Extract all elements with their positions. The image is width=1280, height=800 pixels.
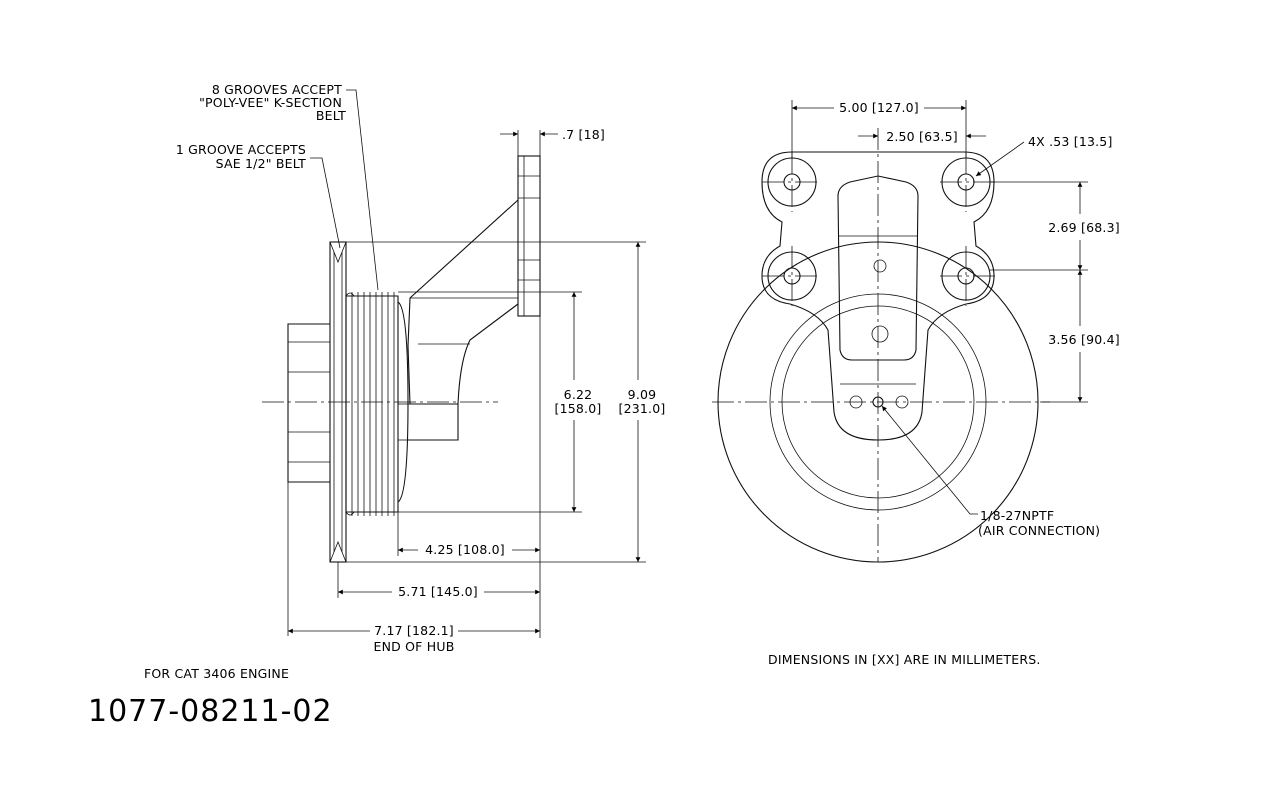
hub — [287, 323, 330, 483]
groove1-label-line1: 1 GROOVE ACCEPTS — [176, 142, 306, 157]
mounting-holes — [762, 152, 996, 409]
dim-909: 9.09 — [628, 387, 657, 402]
units-note: DIMENSIONS IN [XX] ARE IN MILLIMETERS. — [768, 652, 1041, 667]
dim-909-mm: [231.0] — [619, 401, 666, 416]
front-leaders — [881, 141, 1025, 515]
front-pulley — [717, 241, 1039, 563]
front-view — [712, 100, 1088, 563]
dim-356: 3.56 [90.4] — [1048, 332, 1120, 347]
dim-622-mm: [158.0] — [555, 401, 602, 416]
grooves8-label-line2: "POLY-VEE" K-SECTION — [199, 95, 342, 110]
side-view — [262, 89, 646, 638]
side-view-labels: 8 GROOVES ACCEPT "POLY-VEE" K-SECTION BE… — [88, 82, 665, 729]
eight-groove-pulley — [345, 292, 409, 516]
dim-622: 6.22 — [564, 387, 593, 402]
front-dimension-lines — [792, 105, 1083, 402]
end-of-hub-label: END OF HUB — [374, 639, 455, 654]
part-number: 1077-08211-02 — [88, 694, 333, 729]
dim-717: 7.17 [182.1] — [374, 623, 454, 638]
side-extension-lines — [287, 130, 646, 638]
engine-note: FOR CAT 3406 ENGINE — [144, 666, 289, 681]
dim-571: 5.71 [145.0] — [398, 584, 478, 599]
grooves8-label-line3: BELT — [316, 108, 346, 123]
mounting-bracket — [398, 155, 541, 441]
dim-bracket-thickness: .7 [18] — [562, 127, 605, 142]
npt-label-line2: (AIR CONNECTION) — [978, 523, 1100, 538]
groove1-label-line2: SAE 1/2" BELT — [216, 156, 307, 171]
dim-250: 2.50 [63.5] — [886, 129, 958, 144]
dim-500: 5.00 [127.0] — [839, 100, 919, 115]
grooves8-label-line1: 8 GROOVES ACCEPT — [212, 82, 342, 97]
dim-269: 2.69 [68.3] — [1048, 220, 1120, 235]
side-dimension-lines — [288, 131, 641, 634]
dim-holes: 4X .53 [13.5] — [1028, 134, 1113, 149]
front-view-labels: 5.00 [127.0] 2.50 [63.5] 4X .53 [13.5] 2… — [768, 100, 1120, 667]
side-leaders — [310, 89, 379, 291]
npt-label-line1: 1/8-27NPTF — [980, 508, 1054, 523]
dim-425: 4.25 [108.0] — [425, 542, 505, 557]
